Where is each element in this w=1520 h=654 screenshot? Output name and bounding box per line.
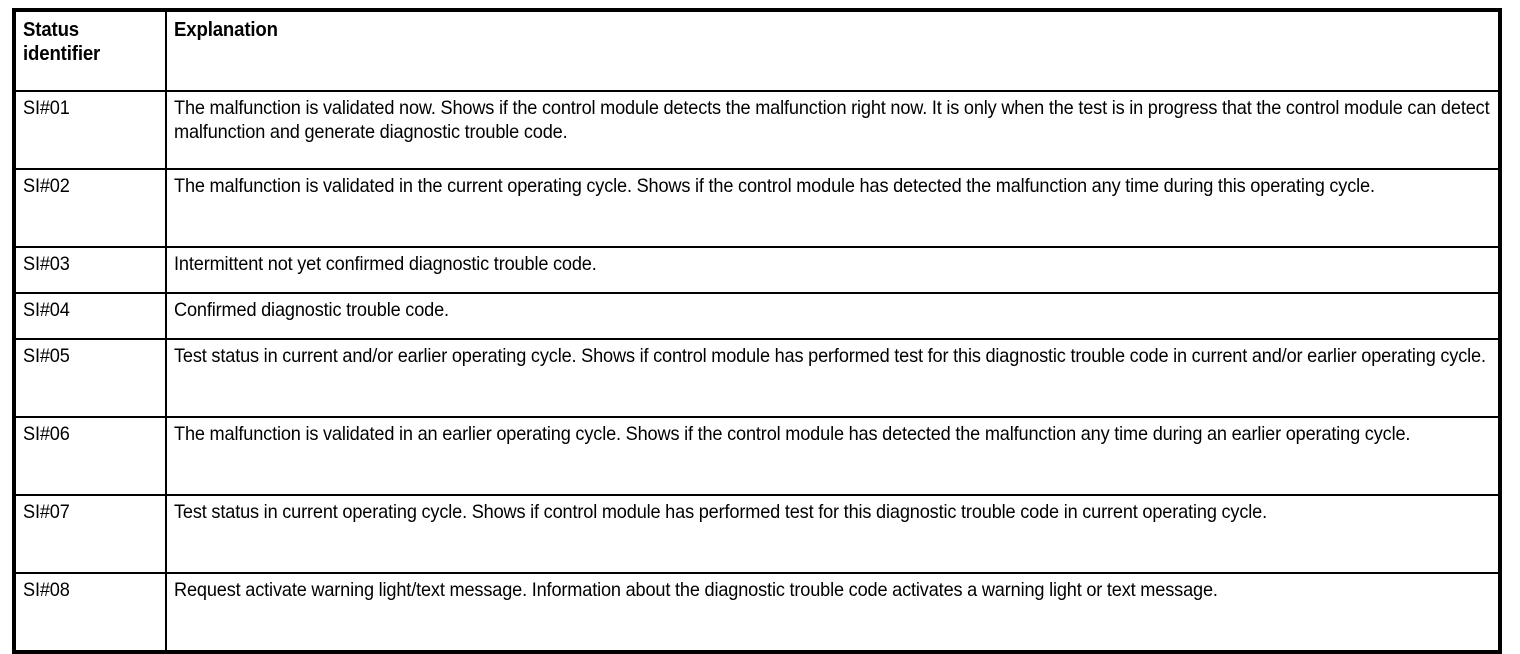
column-header-status-identifier: Status identifier — [13, 9, 167, 92]
table-header: Status identifier Explanation — [13, 9, 1501, 92]
page-root: Status identifier Explanation SI#01 The … — [12, 8, 1502, 654]
cell-status-identifier: SI#02 — [13, 168, 167, 248]
status-identifier-value: SI#01 — [23, 97, 70, 119]
table-row: SI#01 The malfunction is validated now. … — [13, 90, 1501, 170]
explanation-text: Request activate warning light/text mess… — [174, 579, 1218, 601]
explanation-text: The malfunction is validated in the curr… — [174, 175, 1375, 197]
cell-status-identifier: SI#01 — [13, 90, 167, 170]
table-row: SI#06 The malfunction is validated in an… — [13, 416, 1501, 496]
column-header-explanation: Explanation — [165, 9, 1501, 92]
cell-explanation: Test status in current and/or earlier op… — [165, 338, 1501, 418]
column-header-explanation-label: Explanation — [174, 19, 278, 41]
cell-status-identifier: SI#07 — [13, 494, 167, 574]
status-identifier-value: SI#05 — [23, 345, 70, 367]
table-header-row: Status identifier Explanation — [13, 9, 1501, 92]
cell-status-identifier: SI#04 — [13, 292, 167, 340]
table-body: SI#01 The malfunction is validated now. … — [13, 90, 1501, 653]
status-identifier-value: SI#04 — [23, 299, 70, 321]
table-row: SI#04 Confirmed diagnostic trouble code. — [13, 292, 1501, 340]
cell-explanation: Confirmed diagnostic trouble code. — [165, 292, 1501, 340]
explanation-text: Test status in current operating cycle. … — [174, 501, 1268, 523]
explanation-text: Confirmed diagnostic trouble code. — [174, 299, 449, 321]
explanation-text: The malfunction is validated in an earli… — [174, 423, 1411, 445]
explanation-text: Test status in current and/or earlier op… — [174, 345, 1486, 367]
cell-explanation: Intermittent not yet confirmed diagnosti… — [165, 246, 1501, 294]
table-row: SI#03 Intermittent not yet confirmed dia… — [13, 246, 1501, 294]
status-identifier-value: SI#03 — [23, 253, 70, 275]
status-identifier-value: SI#02 — [23, 175, 70, 197]
status-identifier-table: Status identifier Explanation SI#01 The … — [12, 8, 1502, 654]
column-header-status-identifier-label: Status identifier — [23, 19, 101, 66]
cell-explanation: The malfunction is validated in the curr… — [165, 168, 1501, 248]
status-identifier-value: SI#07 — [23, 501, 70, 523]
cell-status-identifier: SI#03 — [13, 246, 167, 294]
table-row: SI#05 Test status in current and/or earl… — [13, 338, 1501, 418]
cell-explanation: Test status in current operating cycle. … — [165, 494, 1501, 574]
cell-status-identifier: SI#06 — [13, 416, 167, 496]
cell-status-identifier: SI#08 — [13, 572, 167, 653]
cell-status-identifier: SI#05 — [13, 338, 167, 418]
explanation-text: The malfunction is validated now. Shows … — [174, 97, 1490, 143]
status-identifier-value: SI#08 — [23, 579, 70, 601]
cell-explanation: The malfunction is validated in an earli… — [165, 416, 1501, 496]
table-row: SI#02 The malfunction is validated in th… — [13, 168, 1501, 248]
table-row: SI#07 Test status in current operating c… — [13, 494, 1501, 574]
cell-explanation: Request activate warning light/text mess… — [165, 572, 1501, 653]
table-row: SI#08 Request activate warning light/tex… — [13, 572, 1501, 653]
cell-explanation: The malfunction is validated now. Shows … — [165, 90, 1501, 170]
status-identifier-value: SI#06 — [23, 423, 70, 445]
explanation-text: Intermittent not yet confirmed diagnosti… — [174, 253, 597, 275]
